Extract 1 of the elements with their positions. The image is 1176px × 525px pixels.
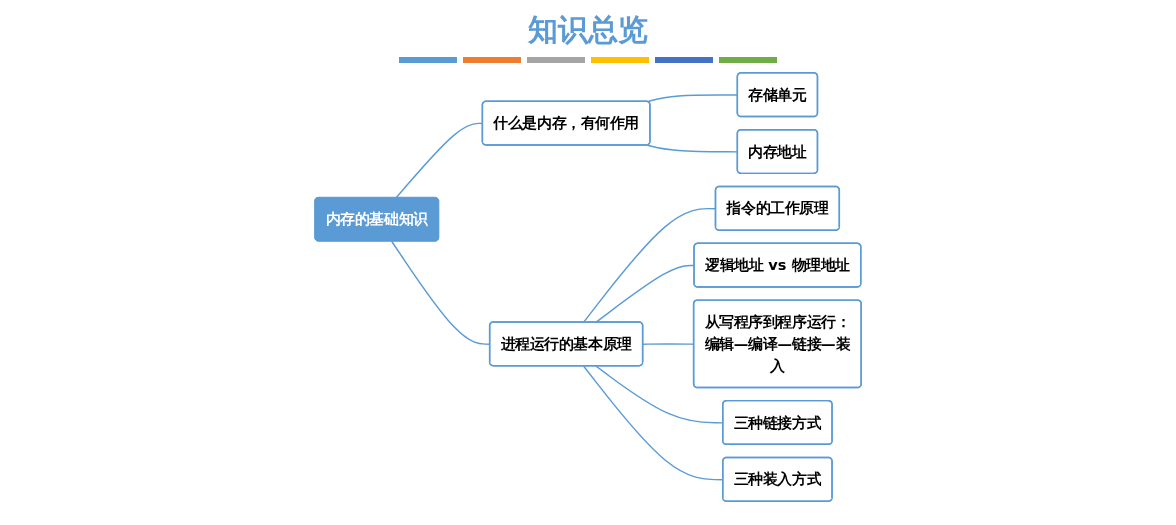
title: 知识总览	[527, 11, 649, 49]
